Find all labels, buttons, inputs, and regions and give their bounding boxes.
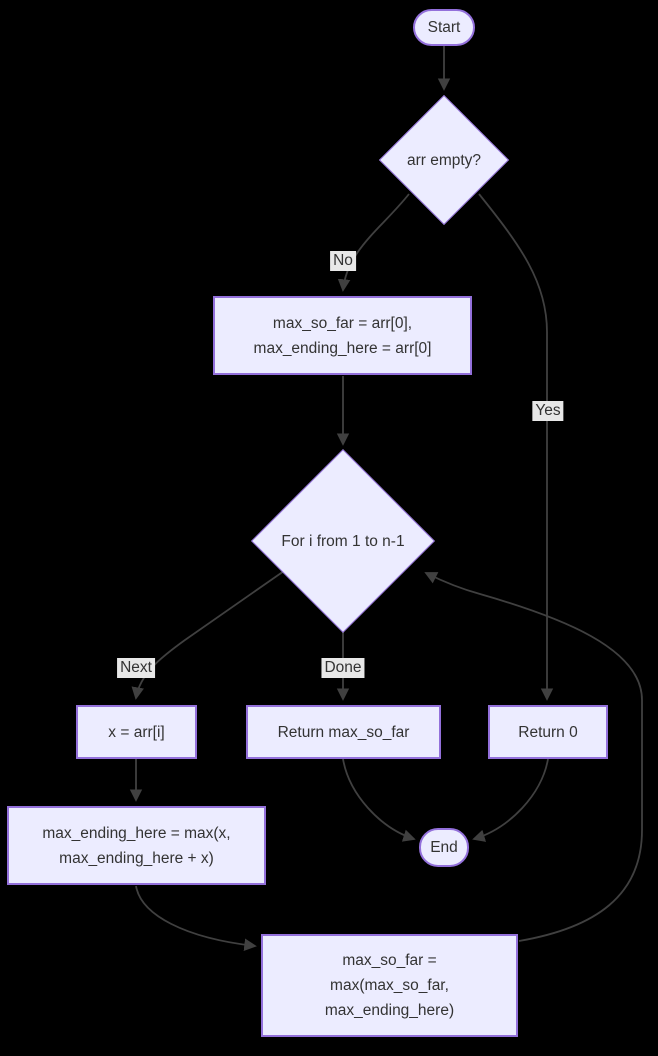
node-init: max_so_far = arr[0], max_ending_here = a… [213, 296, 472, 375]
edge-return-zero-to-end [472, 758, 549, 842]
node-init-line1: max_so_far = arr[0], [272, 314, 413, 332]
node-return-zero-label: Return 0 [518, 723, 578, 741]
node-start-label: Start [427, 19, 461, 36]
node-update-so-far-line3: max_ending_here) [324, 1002, 455, 1019]
edge-label-done: Done [321, 658, 365, 678]
node-init-line2: max_ending_here = arr[0] [253, 339, 432, 357]
edge-for-loop-next-to-x-assign [131, 570, 285, 700]
node-start: Start [413, 9, 475, 46]
node-update-so-far: max_so_far = max(max_so_far, max_ending_… [261, 934, 518, 1037]
node-update-ending-line1: max_ending_here = max(x, [42, 824, 231, 842]
edge-update-so-far-loop-to-for-loop [424, 572, 643, 942]
edge-arr-empty-no-to-init [337, 193, 410, 292]
node-end: End [419, 828, 469, 867]
edge-return-max-to-end [342, 758, 416, 842]
edge-update-ending-to-update-so-far [135, 885, 257, 952]
node-return-max-label: Return max_so_far [277, 723, 410, 741]
node-return-zero: Return 0 [488, 705, 608, 759]
node-arr-empty-label: arr empty? [406, 151, 482, 169]
edge-arr-empty-yes-to-return-zero [478, 193, 554, 701]
node-update-ending-line2: max_ending_here + x) [59, 849, 214, 867]
node-x-assign: x = arr[i] [76, 705, 197, 759]
node-x-assign-label: x = arr[i] [108, 723, 165, 741]
node-return-max: Return max_so_far [246, 705, 441, 759]
node-update-so-far-line2: max(max_so_far, [330, 977, 449, 994]
node-end-label: End [430, 839, 458, 856]
node-for-loop-label: For i from 1 to n-1 [281, 532, 405, 550]
edge-label-next: Next [117, 658, 155, 678]
edge-label-yes: Yes [532, 401, 564, 421]
edge-label-no: No [330, 251, 356, 271]
node-update-so-far-line1: max_so_far = [342, 952, 437, 969]
node-update-ending: max_ending_here = max(x, max_ending_here… [7, 806, 266, 885]
